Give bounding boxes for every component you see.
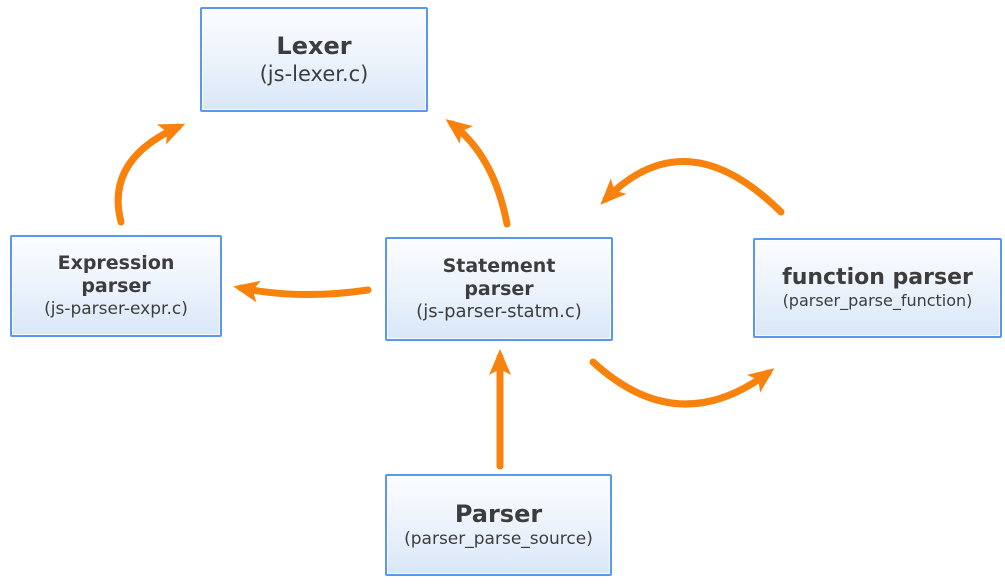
arrow-statement-parser-to-lexer xyxy=(445,119,511,228)
node-function-parser-title: function parser xyxy=(782,264,973,290)
node-lexer-title: Lexer xyxy=(276,31,352,60)
arrow-function-parser-to-statement-parser xyxy=(600,158,785,216)
node-lexer: Lexer (js-lexer.c) xyxy=(200,7,428,112)
node-expression-parser: Expression parser (js-parser-expr.c) xyxy=(10,235,222,337)
node-parser-subtitle: (parser_parse_source) xyxy=(404,529,593,549)
node-parser: Parser (parser_parse_source) xyxy=(385,474,612,576)
node-function-parser-subtitle: (parser_parse_function) xyxy=(782,291,973,311)
node-statement-parser: Statement parser (js-parser-statm.c) xyxy=(385,237,613,341)
node-function-parser: function parser (parser_parse_function) xyxy=(753,238,1002,338)
node-expression-parser-title: Expression parser xyxy=(57,252,175,298)
arrow-statement-parser-to-function-parser xyxy=(589,358,775,408)
node-parser-title: Parser xyxy=(454,499,543,528)
arrow-statement-parser-to-expression-parser xyxy=(233,280,372,303)
arrow-expression-parser-to-lexer xyxy=(114,123,186,226)
node-statement-parser-subtitle: (js-parser-statm.c) xyxy=(416,300,582,322)
node-expression-parser-subtitle: (js-parser-expr.c) xyxy=(44,298,188,319)
node-lexer-subtitle: (js-lexer.c) xyxy=(259,62,369,86)
node-statement-parser-title: Statement parser xyxy=(442,254,556,300)
